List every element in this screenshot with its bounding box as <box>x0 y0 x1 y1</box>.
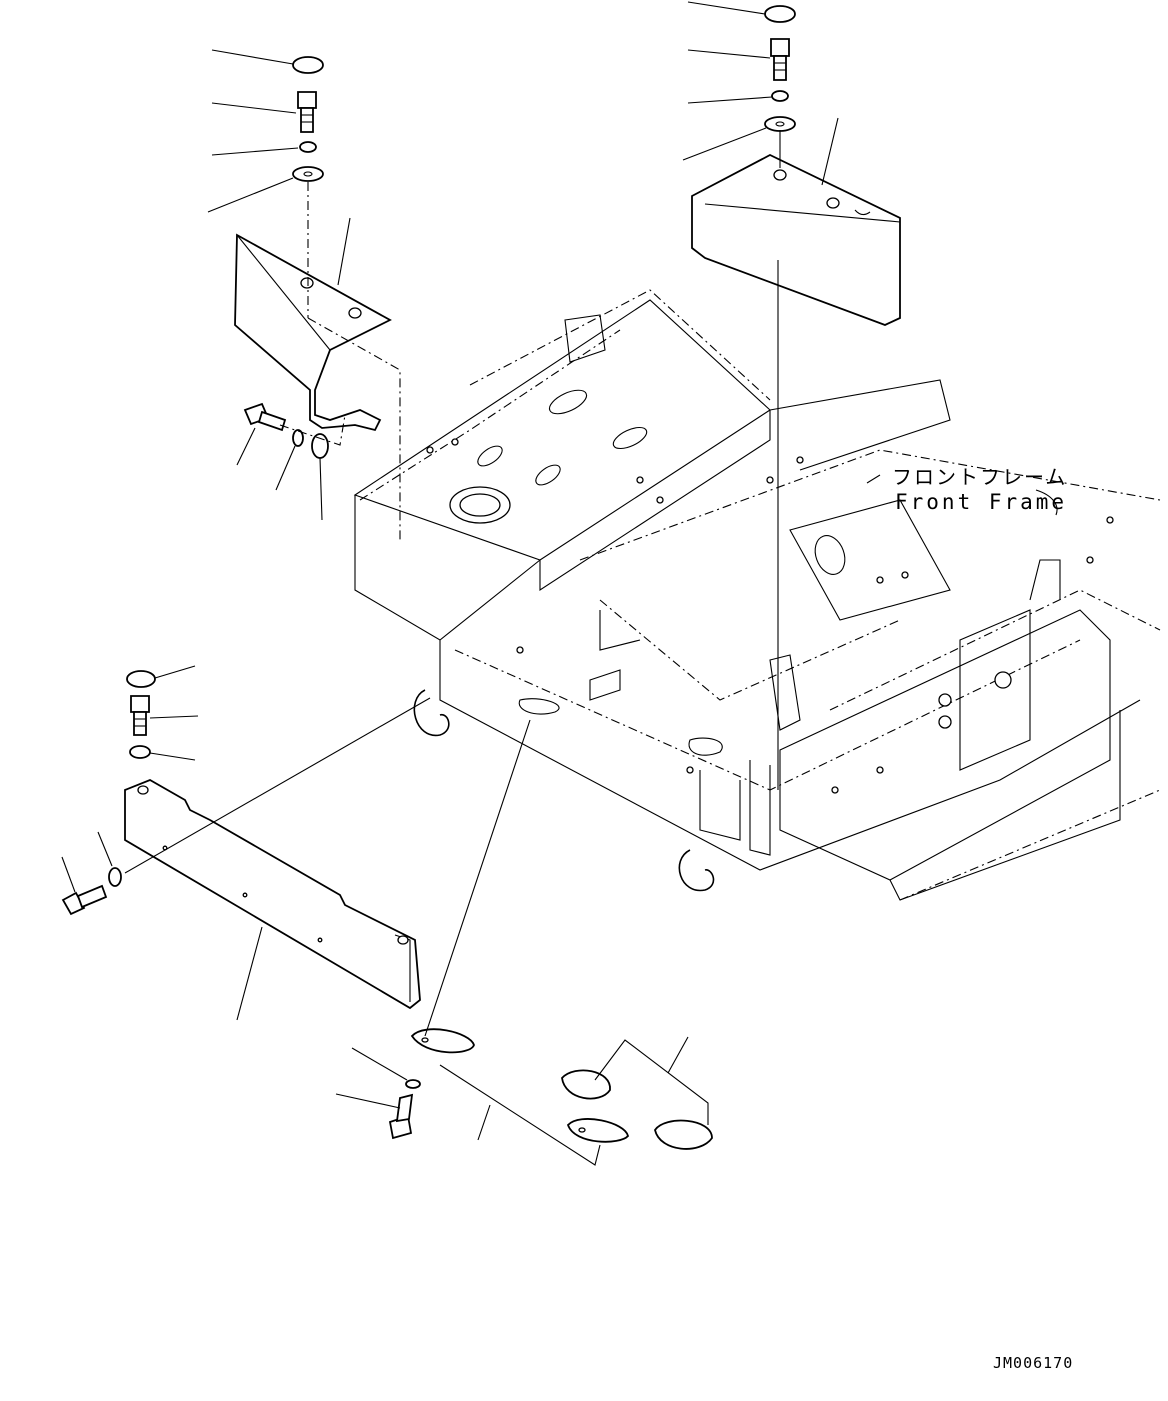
cap-beam <box>126 670 156 688</box>
frame-bolt-heads <box>426 438 1114 794</box>
cap-right <box>764 5 796 23</box>
left-cover-bracket <box>234 233 392 432</box>
cover-plate-1 <box>410 1028 475 1054</box>
right-cover-plate <box>691 153 901 326</box>
flat-washer-right <box>764 116 796 132</box>
bolt-left <box>297 91 317 133</box>
cover-plate-4 <box>654 1119 713 1150</box>
beam-cover <box>124 779 421 1010</box>
front-frame-structure <box>353 289 1161 901</box>
washer-beam <box>129 745 151 759</box>
right-plate-assembly <box>691 5 901 790</box>
lock-washer-right <box>771 90 789 102</box>
cover-plate-3 <box>566 1118 629 1143</box>
leader-lines <box>61 1 1058 1141</box>
cover-plate-2 <box>561 1069 611 1100</box>
flat-washer-left <box>292 166 324 182</box>
washer-plate <box>405 1079 421 1089</box>
cap-left <box>292 56 324 74</box>
lock-washer-side-left <box>292 429 304 447</box>
frame-label-en: Front Frame <box>895 490 1067 514</box>
flat-washer-side-left <box>311 433 329 459</box>
lock-washer-left <box>299 141 317 153</box>
side-bolt-beam <box>61 884 108 916</box>
side-bolt-left <box>243 402 287 432</box>
bolt-right <box>770 38 790 81</box>
washer-side-beam <box>108 867 122 887</box>
beam-cover-assembly <box>61 670 431 1010</box>
left-bracket-assembly <box>234 56 401 540</box>
frame-label-jp: フロントフレーム <box>892 465 1067 489</box>
bolt-plate <box>388 1093 414 1140</box>
cover-plate-set <box>388 719 713 1166</box>
bolt-beam <box>130 695 150 736</box>
drawing-number: JM006170 <box>993 1354 1073 1372</box>
